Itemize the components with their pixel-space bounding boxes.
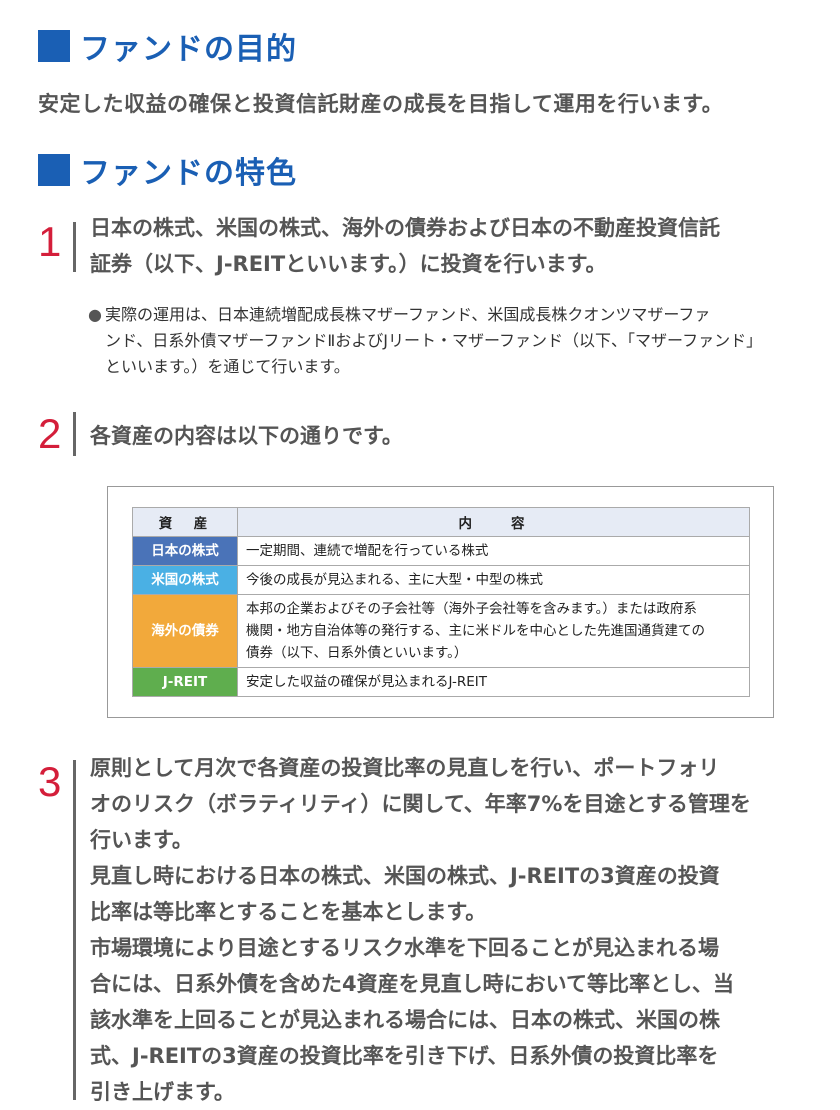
asset-desc-cell: 安定した収益の確保が見込まれるJ-REIT [237, 667, 750, 697]
section-heading-features: ファンドの特色 [38, 150, 297, 191]
asset-name-cell: J-REIT [132, 667, 238, 697]
point-line: 行います。 [90, 828, 193, 852]
bullet-note: ●実際の運用は、日本連続増配成長株マザーファンド、米国成長株クオンツマザーファ … [88, 302, 778, 380]
point-line: 比率は等比率とすることを基本とします。 [90, 900, 487, 924]
point-line: 原則として月次で各資産の投資比率の見直しを行い、ポートフォリ [90, 756, 720, 780]
section-title: ファンドの目的 [80, 32, 297, 67]
asset-desc-line: 機関・地方自治体等の発行する、主に米ドルを中心とした先進国通貨建ての [246, 623, 705, 639]
purpose-text: 安定した収益の確保と投資信託財産の成長を目指して運用を行います。 [38, 92, 724, 116]
asset-table: 資 産 内 容 日本の株式 一定期間、連続で増配を行っている株式 米国の株式 今… [132, 507, 750, 697]
asset-desc-line: 本邦の企業およびその子会社等（海外子会社等を含みます。）または政府系 [246, 601, 697, 617]
table-row: 日本の株式 一定期間、連続で増配を行っている株式 [132, 536, 750, 566]
point-text: 各資産の内容は以下の通りです。 [90, 418, 790, 454]
point-line: オのリスク（ボラティリティ）に関して、年率7%を目途とする管理を [90, 792, 751, 816]
asset-desc-cell: 一定期間、連続で増配を行っている株式 [237, 536, 750, 566]
bullet-dot-icon: ● [88, 305, 102, 324]
bullet-line: といいます。）を通じて行います。 [105, 357, 350, 376]
point-line: 引き上げます。 [90, 1080, 235, 1104]
heading-square-icon [38, 30, 70, 62]
point-line: 各資産の内容は以下の通りです。 [90, 424, 403, 448]
asset-name-cell: 米国の株式 [132, 565, 238, 595]
asset-table-box: 資 産 内 容 日本の株式 一定期間、連続で増配を行っている株式 米国の株式 今… [107, 486, 774, 718]
point-line: 該水準を上回ることが見込まれる場合には、日本の株式、米国の株 [90, 1008, 720, 1032]
point-line: 市場環境により目途とするリスク水準を下回ることが見込まれる場 [90, 936, 719, 960]
point-divider [73, 222, 76, 272]
point-line: 見直し時における日本の株式、米国の株式、J-REITの3資産の投資 [90, 864, 720, 888]
table-header-row: 資 産 内 容 [132, 507, 750, 537]
section-heading-purpose: ファンドの目的 [38, 26, 297, 67]
asset-desc-line: 債券（以下、日系外債といいます。） [246, 645, 468, 661]
bullet-line: 実際の運用は、日本連続増配成長株マザーファンド、米国成長株クオンツマザーファ [104, 305, 711, 324]
column-header: 資 産 [132, 507, 238, 537]
point-divider [73, 412, 76, 456]
bullet-line: ンド、日系外債マザーファンドⅡおよびJリート・マザーファンド（以下、「マザーファ… [105, 331, 763, 350]
column-header: 内 容 [237, 507, 750, 537]
table-row: 海外の債券 本邦の企業およびその子会社等（海外子会社等を含みます。）または政府系… [132, 594, 750, 668]
point-line: 合には、日系外債を含めた4資産を見直し時において等比率とし、当 [90, 972, 734, 996]
point-text: 日本の株式、米国の株式、海外の債券および日本の不動産投資信託 証券（以下、J-R… [90, 210, 790, 282]
point-number: 3 [38, 758, 62, 805]
table-row: 米国の株式 今後の成長が見込まれる、主に大型・中型の株式 [132, 565, 750, 595]
heading-square-icon [38, 154, 70, 186]
asset-name-cell: 海外の債券 [132, 594, 238, 668]
asset-name-cell: 日本の株式 [132, 536, 238, 566]
point-number: 1 [38, 218, 62, 265]
asset-desc-cell: 今後の成長が見込まれる、主に大型・中型の株式 [237, 565, 750, 595]
point-divider [73, 760, 76, 1100]
asset-desc-cell: 本邦の企業およびその子会社等（海外子会社等を含みます。）または政府系 機関・地方… [237, 594, 750, 668]
point-line: 日本の株式、米国の株式、海外の債券および日本の不動産投資信託 [90, 216, 720, 240]
point-line: 証券（以下、J-REITといいます。）に投資を行います。 [90, 252, 607, 276]
table-row: J-REIT 安定した収益の確保が見込まれるJ-REIT [132, 667, 750, 697]
point-line: 式、J-REITの3資産の投資比率を引き下げ、日系外債の投資比率を [90, 1044, 719, 1068]
section-title: ファンドの特色 [80, 156, 297, 191]
point-number: 2 [38, 410, 62, 457]
point-text: 原則として月次で各資産の投資比率の見直しを行い、ポートフォリ オのリスク（ボラテ… [90, 750, 790, 1110]
